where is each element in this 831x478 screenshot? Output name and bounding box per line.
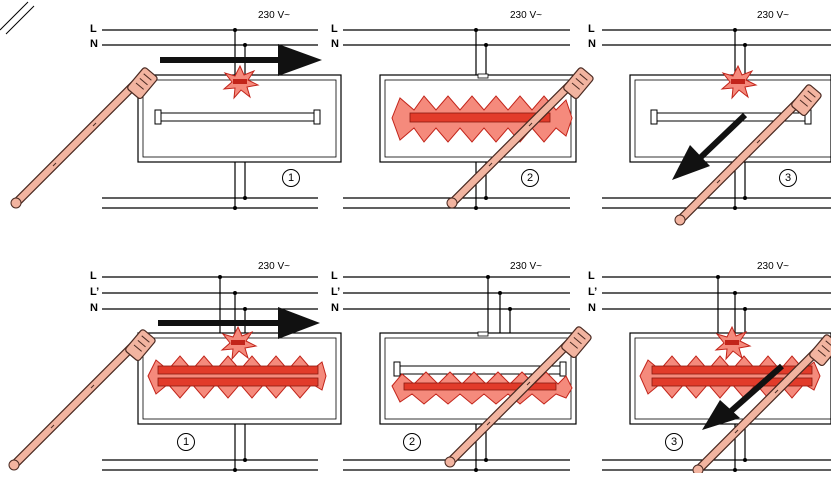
line-label-n: N [588,302,596,314]
line-label-l: L [331,270,338,282]
panel-6 [602,275,831,473]
line-label-l-prime: L’ [331,286,341,298]
panel-2 [343,28,594,210]
line-label-l: L [90,23,97,35]
line-label-n: N [588,38,596,50]
step-number: 1 [177,433,195,451]
voltage-label: 230 V~ [757,261,789,272]
panel-5 [343,275,592,472]
step-number: 2 [403,433,421,451]
panel-4 [9,275,342,472]
voltage-label: 230 V~ [510,261,542,272]
line-label-n: N [331,38,339,50]
panel-3 [602,28,831,225]
step-number: 3 [779,169,797,187]
line-label-l: L [331,23,338,35]
voltage-label: 230 V~ [757,10,789,21]
panel-1 [11,28,342,210]
line-label-l-prime: L’ [588,286,598,298]
line-label-n: N [331,302,339,314]
line-label-l: L [90,270,97,282]
line-label-n: N [90,302,98,314]
line-label-l-prime: L’ [90,286,100,298]
step-number: 2 [521,169,539,187]
step-number: 1 [282,169,300,187]
line-label-l: L [588,270,595,282]
partial-pole-fragment [0,1,35,35]
voltage-label: 230 V~ [510,10,542,21]
line-label-n: N [90,38,98,50]
voltage-label: 230 V~ [258,261,290,272]
line-label-l: L [588,23,595,35]
step-number: 3 [665,433,683,451]
voltage-label: 230 V~ [258,10,290,21]
